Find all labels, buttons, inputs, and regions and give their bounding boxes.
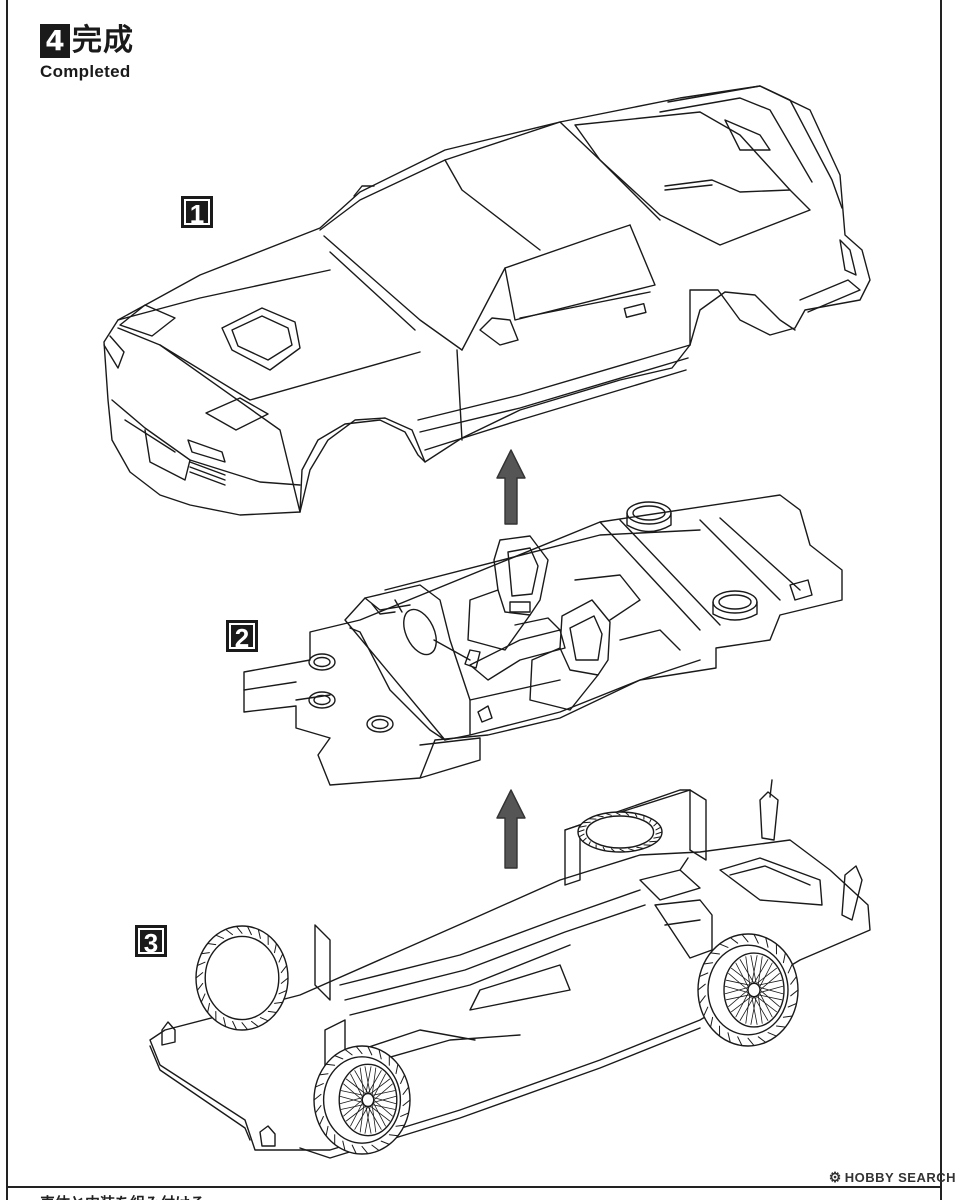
step-title-english: Completed bbox=[40, 62, 131, 81]
chassis-illustration bbox=[149, 779, 871, 1159]
passenger-seat bbox=[529, 599, 611, 711]
bottom-divider bbox=[6, 1186, 942, 1188]
next-section-caption: 車体と内装を組み付ける bbox=[40, 1190, 205, 1200]
assembly-arrow-upper bbox=[496, 449, 526, 525]
front-right-wheel bbox=[313, 1045, 411, 1155]
gear-icon: ⚙ bbox=[828, 1169, 842, 1185]
rear-right-wheel bbox=[697, 933, 799, 1047]
interior-tub-illustration bbox=[243, 494, 843, 786]
part-label-2: 2 bbox=[226, 620, 258, 653]
car-body-illustration bbox=[103, 85, 871, 516]
part-label-3: 3 bbox=[135, 925, 167, 958]
watermark: ⚙HOBBY SEARCH bbox=[829, 1169, 956, 1186]
right-border bbox=[940, 0, 942, 1200]
rear-left-wheel bbox=[577, 811, 663, 853]
step-number: 4 bbox=[40, 24, 70, 58]
step-title-japanese: 完成 bbox=[72, 23, 134, 58]
part-label-1: 1 bbox=[181, 196, 213, 229]
driver-seat bbox=[467, 535, 549, 651]
watermark-text: HOBBY SEARCH bbox=[844, 1170, 956, 1185]
front-left-wheel bbox=[195, 925, 289, 1031]
assembly-arrow-lower bbox=[496, 789, 526, 869]
left-border bbox=[6, 0, 8, 1200]
